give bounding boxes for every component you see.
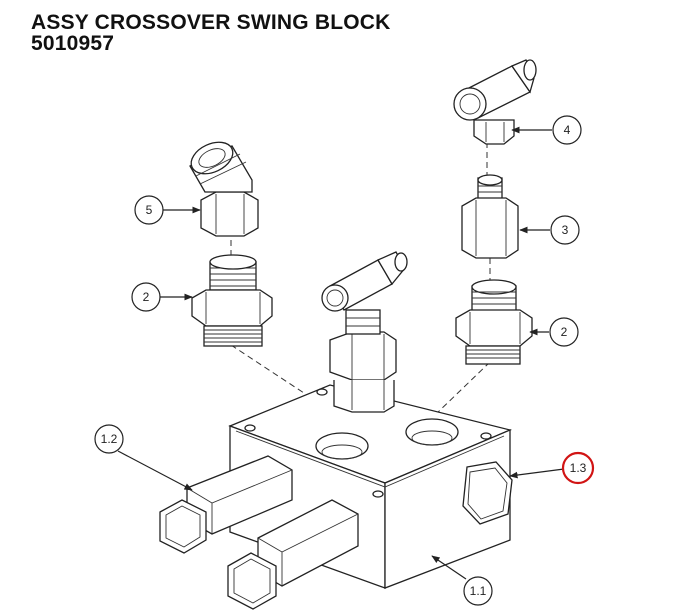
callout-3: 3 bbox=[550, 215, 580, 245]
svg-text:1.1: 1.1 bbox=[470, 584, 487, 598]
center-tee-adapter bbox=[321, 251, 408, 413]
tee-fitting-4 bbox=[453, 59, 537, 145]
hex-plug-1-3 bbox=[462, 461, 513, 525]
callout-2-right: 2 bbox=[549, 317, 579, 347]
elbow-fitting-5 bbox=[189, 141, 259, 237]
cartridge-valve-upper bbox=[159, 455, 293, 554]
callout-5: 5 bbox=[134, 195, 164, 225]
callout-2-left: 2 bbox=[131, 282, 161, 312]
adapter-fitting-2-left bbox=[191, 254, 273, 347]
svg-text:2: 2 bbox=[561, 325, 568, 339]
drawing-title: ASSY CROSSOVER SWING BLOCK 5010957 bbox=[31, 12, 391, 54]
svg-text:3: 3 bbox=[562, 223, 569, 237]
callout-leader-lines bbox=[117, 126, 565, 580]
reducer-fitting-3 bbox=[461, 174, 519, 259]
title-part-number: 5010957 bbox=[31, 32, 115, 55]
callout-1-2: 1.2 bbox=[94, 424, 124, 454]
adapter-fitting-2-right bbox=[455, 279, 533, 365]
svg-text:5: 5 bbox=[146, 203, 153, 217]
cartridge-valve-lower bbox=[227, 499, 359, 610]
callout-1-3-highlighted: 1.3 bbox=[561, 451, 595, 485]
callout-1-1: 1.1 bbox=[463, 576, 493, 606]
title-assembly-name: ASSY CROSSOVER SWING BLOCK bbox=[31, 11, 391, 34]
svg-text:2: 2 bbox=[143, 290, 150, 304]
svg-text:1.3: 1.3 bbox=[570, 461, 587, 475]
svg-text:4: 4 bbox=[564, 123, 571, 137]
svg-text:1.2: 1.2 bbox=[101, 432, 118, 446]
callout-4: 4 bbox=[552, 115, 582, 145]
